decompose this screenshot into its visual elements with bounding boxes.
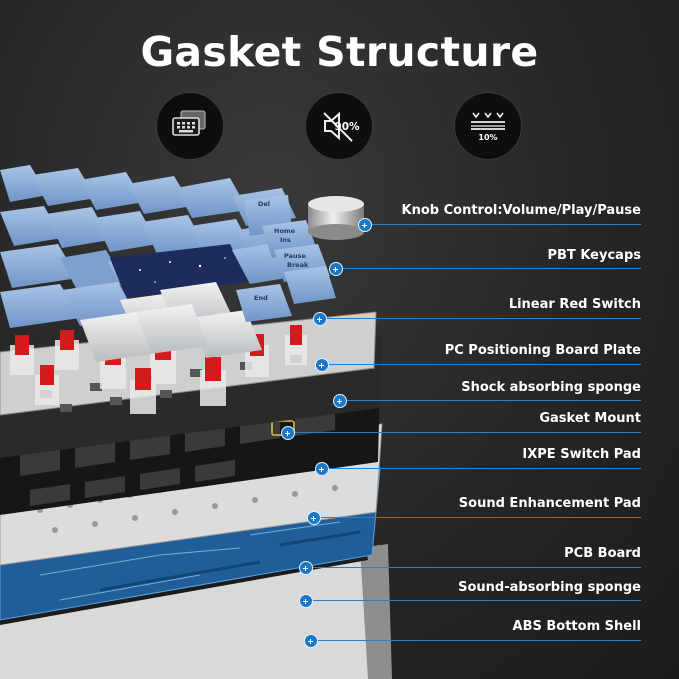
callout-label-keycaps: PBT Keycaps: [547, 248, 642, 263]
callout-line-keycaps: [342, 268, 641, 269]
callout-line-absorbing-sponge: [312, 600, 641, 601]
callout-label-knob: Knob Control:Volume/Play/Pause: [401, 203, 641, 218]
callout-marker-shell: [304, 634, 318, 648]
key-home-label: Home: [274, 227, 296, 235]
callout-line-switch: [326, 318, 641, 319]
callout-marker-shock-sponge: [333, 394, 347, 408]
key-pause-label: Pause: [284, 252, 306, 260]
callout-line-plate: [328, 364, 641, 365]
feature-noise-reduction: 90%: [305, 92, 373, 160]
callout-label-switch: Linear Red Switch: [508, 297, 641, 312]
callout-marker-plate: [315, 358, 329, 372]
key-del-label: Del: [258, 200, 270, 208]
callout-marker-keycaps: [329, 262, 343, 276]
callout-marker-ixpe: [315, 462, 329, 476]
callout-line-ixpe: [328, 468, 641, 469]
keyboard-screen-icon: [172, 110, 206, 136]
key-ins-label: Ins: [280, 236, 291, 244]
key-end-label: End: [254, 294, 268, 302]
callout-line-gasket: [294, 432, 641, 433]
callout-label-absorbing-sponge: Sound-absorbing sponge: [458, 580, 641, 595]
noise-reduction-value: 90%: [334, 121, 360, 133]
abs-bottom-shell: [0, 544, 392, 679]
callout-label-gasket: Gasket Mount: [539, 411, 641, 426]
callout-marker-enhancement: [307, 511, 321, 525]
callout-label-plate: PC Positioning Board Plate: [444, 343, 641, 358]
callout-label-pcb: PCB Board: [564, 546, 641, 561]
callout-label-ixpe: IXPE Switch Pad: [522, 447, 641, 462]
callout-marker-knob: [358, 218, 372, 232]
callout-line-knob: [369, 224, 641, 225]
callout-label-shell: ABS Bottom Shell: [512, 619, 641, 634]
callout-marker-pcb: [299, 561, 313, 575]
knob: [308, 196, 364, 240]
feature-compression: 10%: [454, 92, 522, 160]
callout-line-enhancement: [320, 517, 641, 518]
key-break-label: Break: [287, 261, 309, 269]
callout-label-enhancement: Sound Enhancement Pad: [458, 496, 641, 511]
feature-keyboard: [156, 92, 224, 160]
muted-speaker-icon: 90%: [323, 111, 360, 142]
callout-marker-switch: [313, 312, 327, 326]
callout-label-shock-sponge: Shock absorbing sponge: [461, 380, 641, 395]
compression-value: 10%: [478, 133, 497, 142]
callout-marker-absorbing-sponge: [299, 594, 313, 608]
pbt-keycaps: Del Home Ins Pause Break End: [0, 165, 336, 362]
callout-line-shell: [317, 640, 641, 641]
compression-icon: 10%: [471, 112, 505, 142]
page-title: Gasket Structure: [140, 28, 539, 76]
callout-marker-gasket: [281, 426, 295, 440]
callout-line-pcb: [312, 567, 641, 568]
callout-line-shock-sponge: [346, 400, 641, 401]
